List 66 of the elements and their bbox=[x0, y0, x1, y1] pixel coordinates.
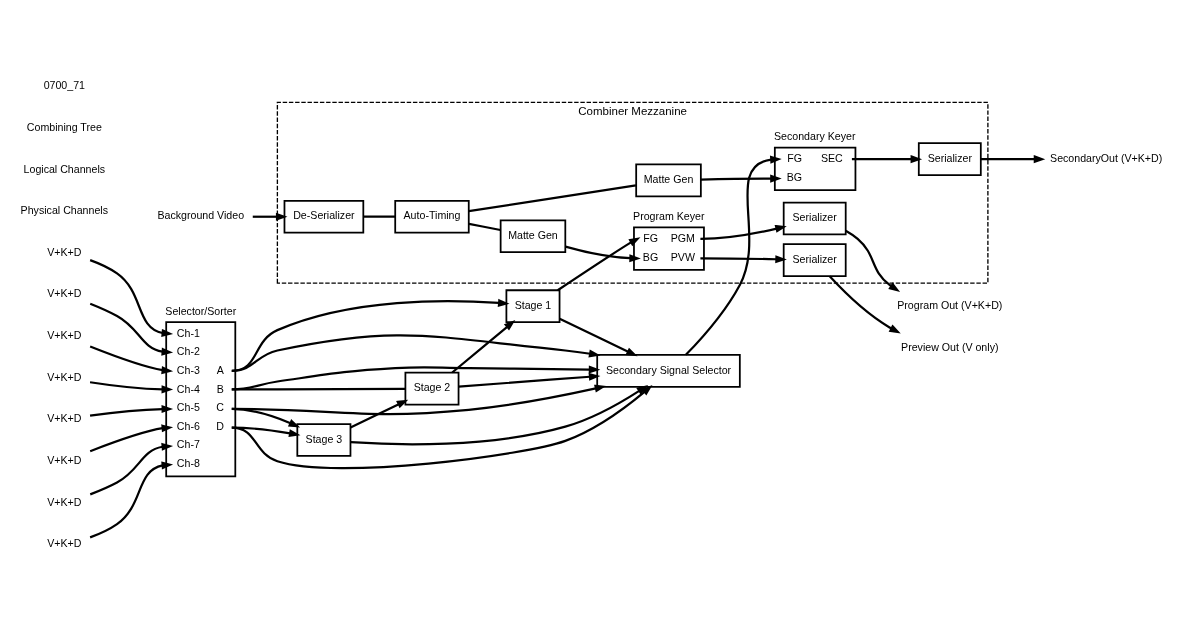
node-text: V+K+D bbox=[47, 286, 82, 299]
arrow bbox=[231, 365, 601, 391]
node-box: Matte Gen bbox=[635, 163, 702, 197]
node-label: Program Keyer bbox=[633, 209, 705, 222]
arrow bbox=[350, 384, 649, 445]
node-box: Ch-1 Ch-2 Ch-3 A Ch-4 B Ch-5 C Ch-6 D Ch-7 Ch-8 bbox=[165, 320, 237, 477]
node-box: FG PGM BG PVW bbox=[633, 225, 705, 271]
node-box: Serializer bbox=[782, 242, 847, 277]
arrow bbox=[89, 423, 174, 452]
arrow bbox=[89, 302, 174, 356]
connector bbox=[231, 387, 406, 391]
node-box: Serializer bbox=[917, 141, 982, 176]
arrow bbox=[89, 442, 174, 495]
node-text: Preview Out (V only) bbox=[901, 340, 999, 353]
node-text: V+K+D bbox=[47, 453, 82, 466]
arrow bbox=[451, 319, 516, 373]
node-text: V+K+D bbox=[47, 370, 82, 383]
arrow bbox=[557, 236, 641, 291]
node-box: Stage 2 bbox=[404, 371, 460, 405]
label: Combining Tree bbox=[26, 120, 102, 133]
node-box: FG SEC BG bbox=[773, 146, 857, 191]
arrow bbox=[231, 425, 301, 437]
arrow bbox=[89, 258, 174, 337]
node-label: Secondary Keyer bbox=[773, 129, 856, 142]
arrow bbox=[231, 384, 607, 415]
node-box: Serializer bbox=[782, 201, 847, 235]
node-box: Secondary Signal Selector bbox=[596, 353, 741, 388]
node-text: V+K+D bbox=[47, 495, 82, 508]
arrow bbox=[851, 154, 923, 163]
arrow bbox=[89, 380, 174, 393]
node-text: V+K+D bbox=[47, 245, 82, 258]
node-text: Background Video bbox=[157, 208, 245, 221]
connector bbox=[363, 215, 396, 218]
arrow bbox=[828, 275, 901, 333]
arrow bbox=[559, 317, 638, 356]
node-text: Program Out (V+K+D) bbox=[897, 298, 1003, 311]
arrow bbox=[700, 174, 782, 183]
arrow bbox=[685, 155, 782, 356]
node-text: V+K+D bbox=[47, 536, 82, 549]
arrow bbox=[845, 229, 901, 292]
arrow bbox=[565, 245, 641, 262]
arrow bbox=[231, 333, 601, 372]
node-box: De-Serializer bbox=[283, 199, 365, 234]
arrow bbox=[700, 254, 787, 263]
arrow bbox=[89, 404, 174, 417]
node-label: Selector/Sorter bbox=[165, 304, 237, 317]
node-box: Auto-Timing bbox=[394, 199, 470, 234]
node-text: V+K+D bbox=[47, 328, 82, 341]
label: Physical Channels bbox=[20, 203, 109, 216]
arrow bbox=[231, 384, 653, 469]
node-text: V+K+D bbox=[47, 411, 82, 424]
connector bbox=[468, 183, 637, 212]
node-text: SecondaryOut (V+K+D) bbox=[1050, 151, 1163, 164]
arrow bbox=[458, 372, 601, 388]
label: 0700_71 bbox=[43, 78, 86, 91]
connector bbox=[468, 222, 501, 231]
node-box: Stage 1 bbox=[505, 288, 561, 323]
arrow bbox=[980, 154, 1046, 163]
node-box: Matte Gen bbox=[499, 218, 567, 253]
arrow bbox=[700, 224, 787, 240]
arrow bbox=[89, 345, 174, 374]
arrow bbox=[252, 212, 288, 221]
node-box: Stage 3 bbox=[296, 422, 352, 457]
arrow bbox=[350, 399, 409, 429]
arrow bbox=[89, 460, 174, 538]
label: Logical Channels bbox=[23, 162, 106, 175]
